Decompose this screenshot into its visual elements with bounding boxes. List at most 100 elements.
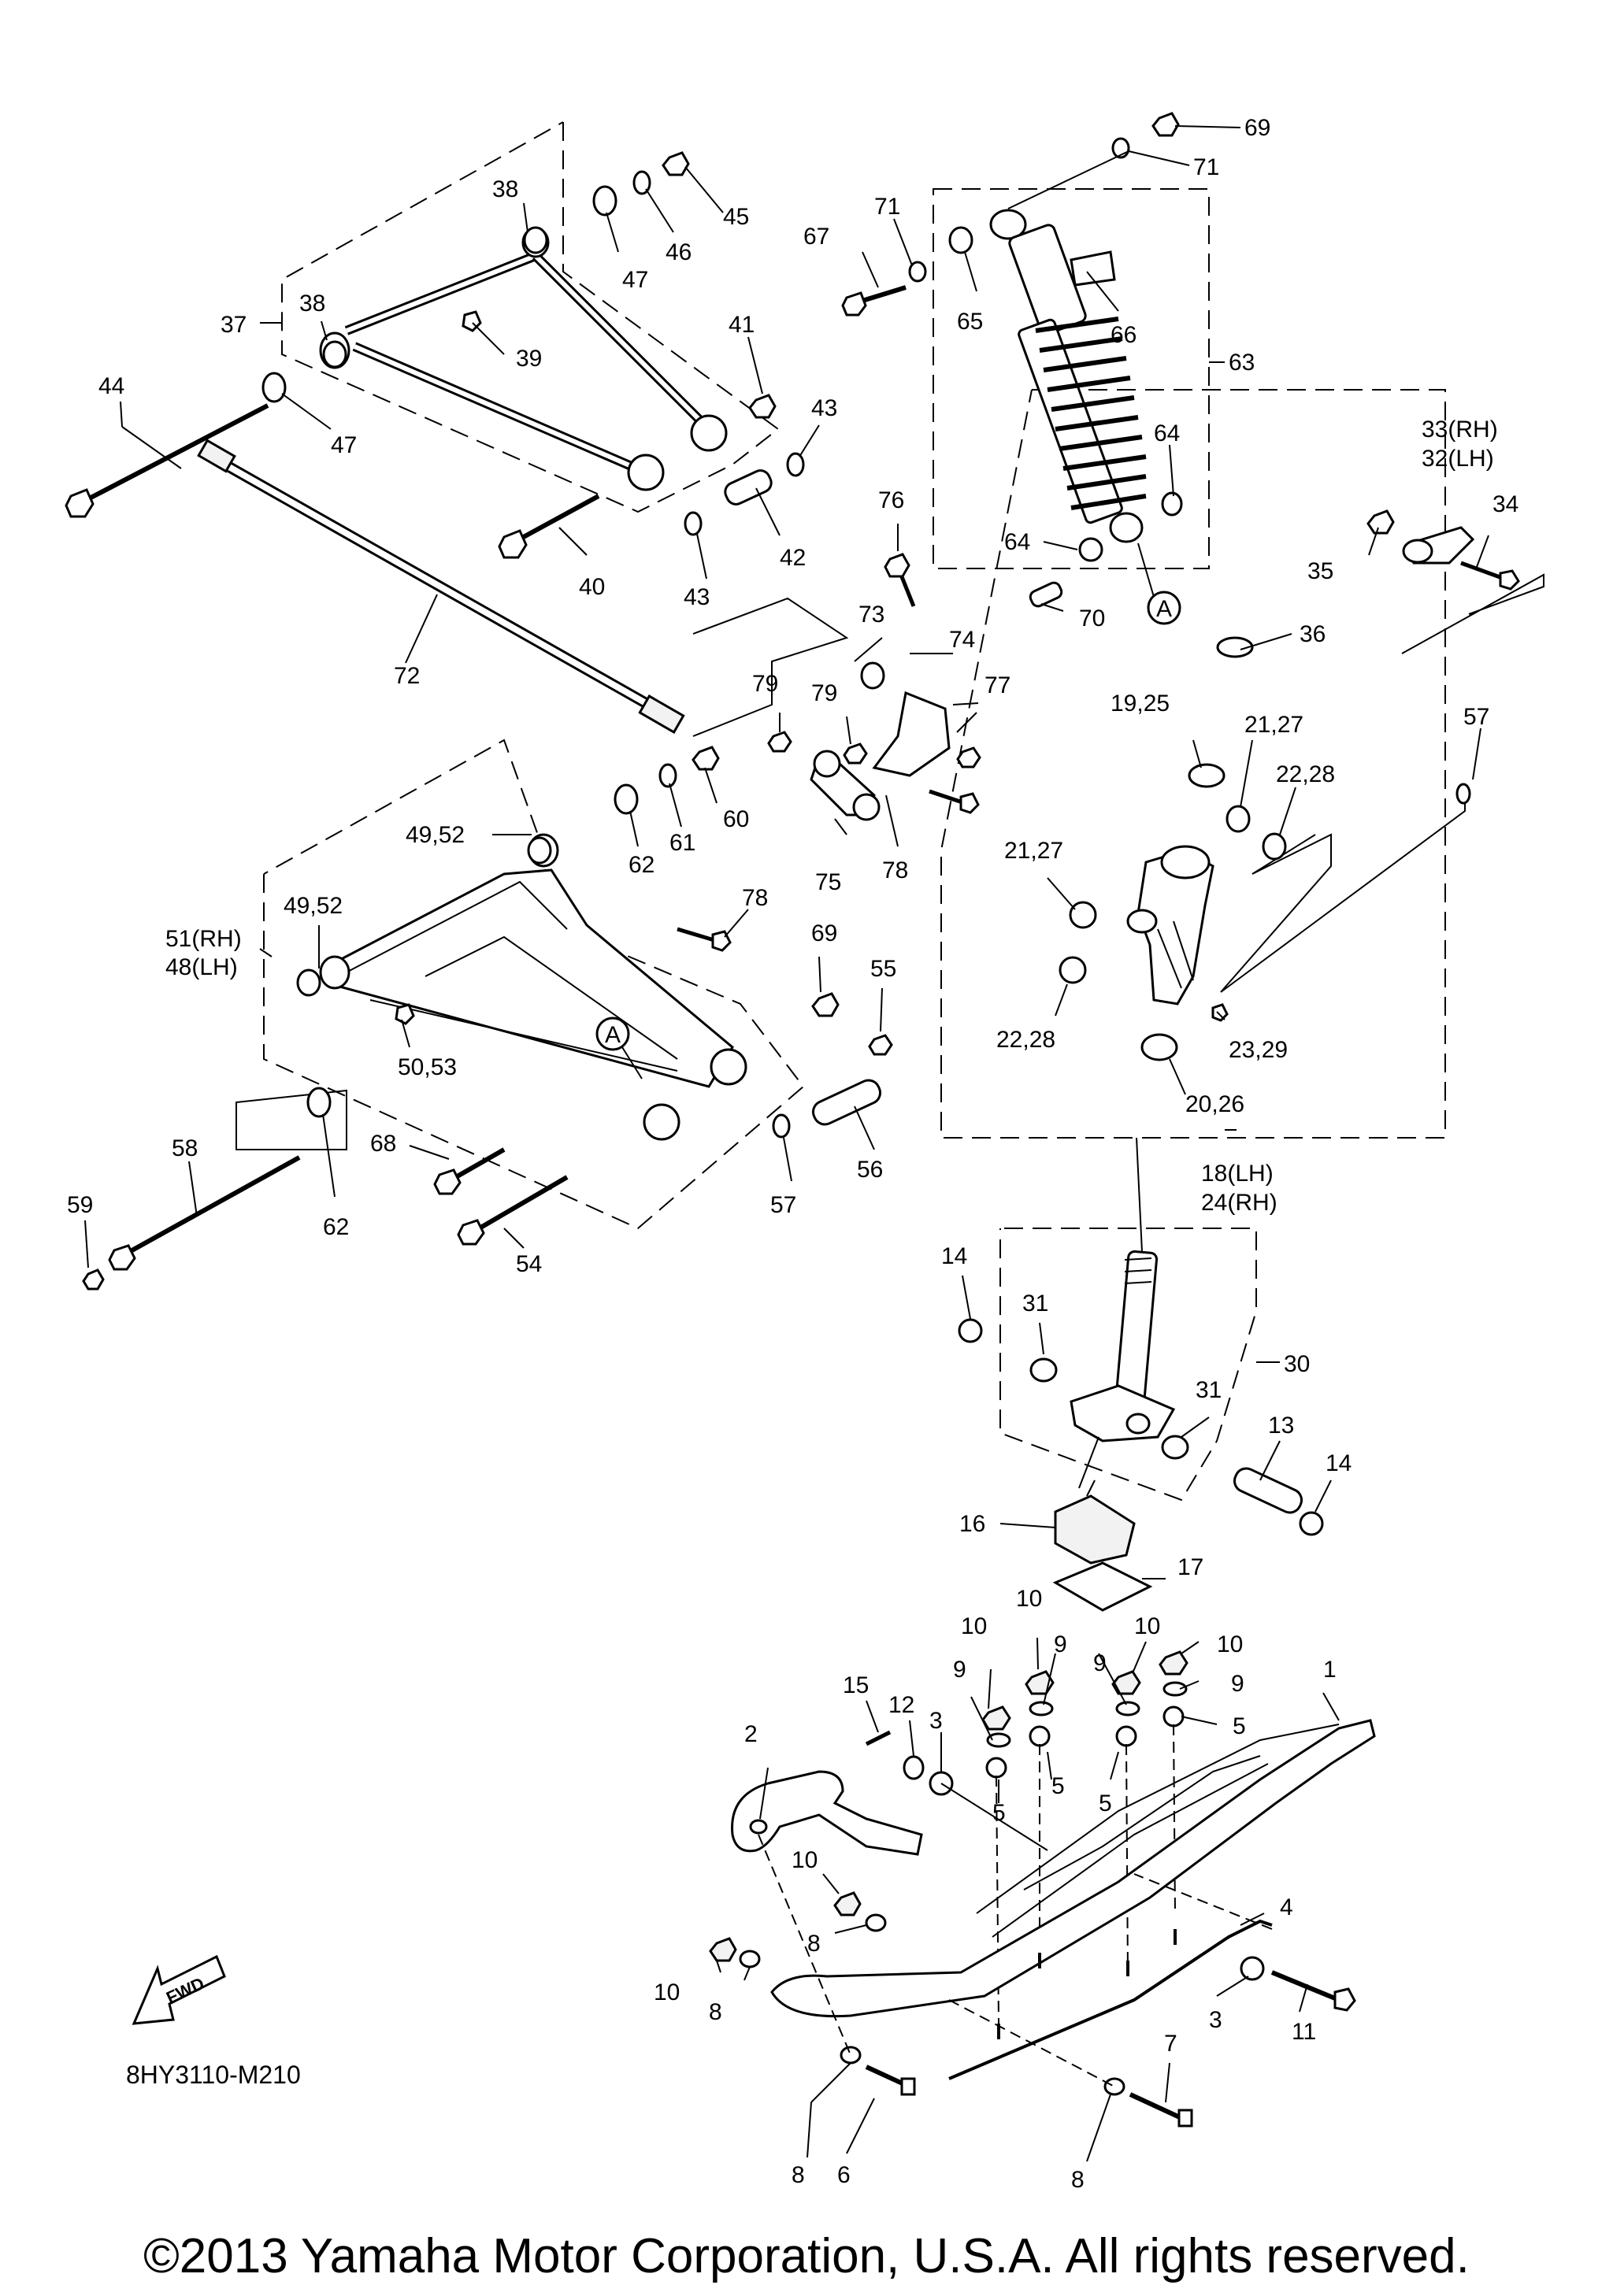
label-57: 57 [770, 1192, 796, 1218]
part-49-52-bush-upper [527, 836, 552, 865]
part-58-bolt [108, 1155, 301, 1271]
catalog-code: 8HY3110-M210 [126, 2061, 301, 2089]
ski-mount-hardware [981, 1650, 1188, 2024]
label-75: 75 [815, 869, 841, 895]
part-74-bracket [872, 691, 951, 777]
part-2-ski-handle [731, 1770, 923, 1856]
part-70-pin [1029, 581, 1063, 608]
label-10: 10 [1217, 1631, 1243, 1657]
label-45: 45 [723, 204, 749, 230]
label-10: 10 [654, 1979, 680, 2005]
part-62-washer-lower [306, 1087, 332, 1118]
label-47: 47 [331, 432, 357, 458]
part-59-nut [82, 1268, 105, 1291]
label-17: 17 [1177, 1554, 1203, 1580]
group-18-24-outline [940, 389, 1446, 1139]
part-17-plate [1052, 1561, 1153, 1612]
label-9: 9 [1054, 1631, 1067, 1657]
label-57: 57 [1463, 704, 1489, 730]
label-77: 77 [984, 672, 1010, 698]
label-49-52: 49,52 [406, 822, 465, 848]
label-4: 4 [1280, 1894, 1293, 1920]
part-31-collar-lower [1161, 1435, 1189, 1460]
part-72-bar-inner [210, 454, 671, 720]
label-43: 43 [811, 395, 837, 421]
label-36: 36 [1300, 621, 1326, 647]
label-78: 78 [882, 857, 908, 883]
part-65-collar [948, 226, 973, 254]
break-line-knuckle [1220, 787, 1466, 993]
label-2: 2 [744, 1721, 758, 1747]
part-21-27-bush-upper [1226, 805, 1251, 833]
part-7-bolt [1129, 2092, 1193, 2128]
label-73: 73 [858, 602, 884, 628]
label-61: 61 [669, 830, 695, 856]
label-8: 8 [1071, 2167, 1085, 2193]
label-14: 14 [1326, 1450, 1352, 1476]
copyright-notice: ©2013 Yamaha Motor Corporation, U.S.A. A… [143, 2229, 1470, 2283]
steering-arm [1402, 526, 1475, 565]
upper-arm-assembly [319, 227, 728, 491]
part-46-washer [632, 170, 651, 195]
part-43-washer-lower [684, 511, 703, 536]
label-15: 15 [843, 1672, 869, 1698]
part-38-bush-lower [322, 340, 347, 368]
part-19-25-bush [1188, 763, 1226, 788]
group-30-outline [999, 1228, 1257, 1502]
label-19-25: 19,25 [1111, 691, 1170, 717]
part-14-collar-right [1299, 1511, 1324, 1536]
label-67: 67 [803, 224, 829, 250]
part-16-damper [1054, 1494, 1136, 1565]
part-21-27-bush-lower [1069, 901, 1097, 929]
part-77-nut [956, 746, 981, 768]
part-42-collar [724, 469, 773, 505]
part-35-nut [1366, 509, 1395, 535]
part-55-nut [868, 1034, 893, 1056]
label-30: 30 [1284, 1351, 1310, 1377]
part-45-nut [662, 151, 690, 176]
part-69-nut-lower [811, 992, 840, 1017]
label-1: 1 [1323, 1657, 1337, 1683]
part-8-washer-handle [865, 1913, 887, 1932]
part-14-collar-left [958, 1318, 983, 1343]
part-49-52-bush-lower [296, 968, 321, 997]
label-22-28: 22,28 [1276, 761, 1335, 787]
label-5: 5 [1099, 1791, 1112, 1816]
label-65: 65 [957, 309, 983, 335]
label-62: 62 [323, 1214, 349, 1240]
part-22-28-bush-upper [1262, 832, 1287, 861]
label-79: 79 [811, 680, 837, 706]
spindle [1070, 1250, 1176, 1442]
part-4-wear-runner [948, 1919, 1273, 2080]
label-74: 74 [949, 627, 975, 653]
label-16: 16 [959, 1511, 985, 1537]
label-3: 3 [1209, 2007, 1222, 2033]
label-50-53: 50,53 [398, 1054, 457, 1080]
label-9: 9 [1093, 1650, 1107, 1676]
label-54: 54 [516, 1251, 542, 1277]
label-34: 34 [1492, 491, 1518, 517]
label-8: 8 [807, 1931, 821, 1957]
label-18-lh: 18(LH) [1201, 1161, 1274, 1187]
label-33-rh: 33(RH) [1422, 417, 1498, 443]
label-64: 64 [1004, 529, 1030, 555]
group-63-outline [933, 188, 1210, 569]
part-10-nut-handle [833, 1891, 862, 1916]
label-76: 76 [878, 487, 904, 513]
label-62: 62 [629, 852, 654, 878]
part-64-collar-left [1078, 537, 1103, 562]
part-57-washer-lower [772, 1113, 791, 1139]
part-72-spline-right [638, 694, 685, 734]
label-7: 7 [1164, 2031, 1177, 2057]
part-79-nut-left [767, 731, 792, 753]
label-37: 37 [221, 312, 247, 338]
part-3-collar-lower [1240, 1956, 1265, 1981]
part-54-bolt [457, 1175, 569, 1246]
part-67-bolt [841, 285, 907, 317]
part-31-collar-upper [1029, 1357, 1058, 1383]
label-47: 47 [622, 267, 648, 293]
label-68: 68 [370, 1131, 396, 1157]
label-51-rh: 51(RH) [165, 926, 242, 952]
part-71-washer-lower [908, 261, 927, 283]
